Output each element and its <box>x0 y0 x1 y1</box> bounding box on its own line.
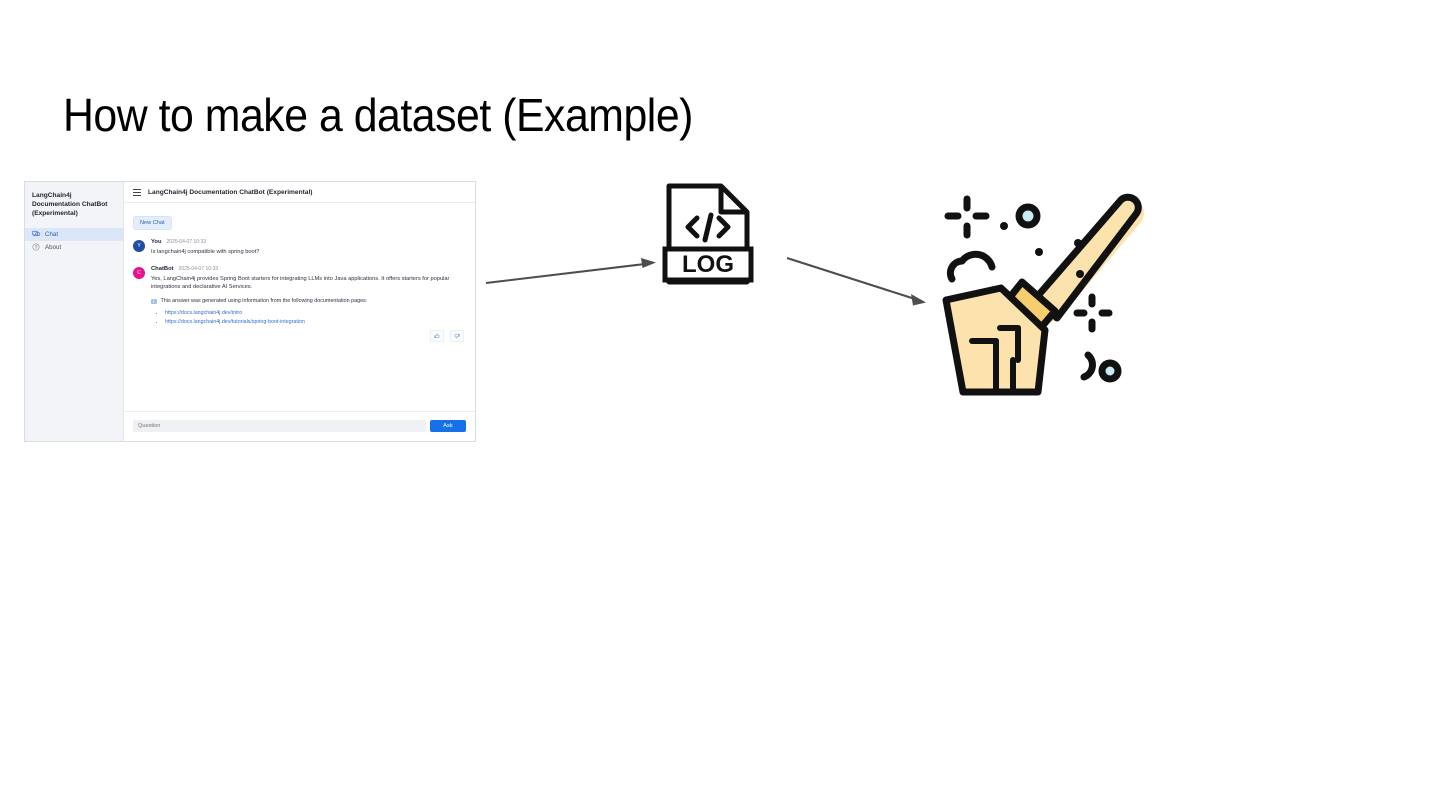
thumbs-down-icon <box>454 333 460 339</box>
composer: Ask <box>124 411 475 441</box>
log-file-icon: LOG <box>662 183 754 285</box>
sidebar: LangChain4j Documentation ChatBot (Exper… <box>25 182 124 441</box>
sparkle-dot <box>1035 248 1043 256</box>
sidebar-item-chat[interactable]: Chat <box>25 227 123 241</box>
sidebar-item-about[interactable]: About <box>25 241 123 254</box>
list-item: https://docs.langchain4j.dev/tutorials/s… <box>165 318 466 326</box>
source-link[interactable]: https://docs.langchain4j.dev/tutorials/s… <box>165 318 305 325</box>
thumbs-up-button[interactable] <box>430 329 444 342</box>
app-header-title: LangChain4j Documentation ChatBot (Exper… <box>148 188 313 196</box>
sparkle-dot <box>1076 270 1084 278</box>
chat-transcript: New Chat Y You 2025-04-07 10:33 Is langc… <box>124 203 475 411</box>
main-panel: LangChain4j Documentation ChatBot (Exper… <box>124 182 475 441</box>
source-link-list: https://docs.langchain4j.dev/intro https… <box>151 309 466 325</box>
sparkle-dot <box>1074 239 1082 247</box>
message-text: Is langchain4j compatible with spring bo… <box>151 249 260 255</box>
arrow-log-to-broom <box>786 257 926 306</box>
page-title: How to make a dataset (Example) <box>63 89 693 141</box>
sidebar-item-about-label: About <box>45 243 62 251</box>
sources-note: i This answer was generated using inform… <box>151 298 466 306</box>
message-timestamp: 2025-04-07 10:33 <box>178 265 219 272</box>
hamburger-icon[interactable] <box>133 188 141 196</box>
sidebar-app-title: LangChain4j Documentation ChatBot (Exper… <box>32 192 108 218</box>
message-author: ChatBot <box>151 265 174 272</box>
sources-note-text: This answer was generated using informat… <box>160 297 368 304</box>
chat-bubble-icon <box>32 231 40 237</box>
chatbot-app-window: LangChain4j Documentation ChatBot (Exper… <box>24 181 476 442</box>
sparkle-ring <box>1015 203 1041 229</box>
avatar: C <box>133 266 145 279</box>
sparkle-dot <box>1000 222 1008 230</box>
sparkle-cross-icon <box>944 195 990 239</box>
new-chat-button[interactable]: New Chat <box>133 216 172 230</box>
message-timestamp: 2025-04-07 10:33 <box>166 239 207 245</box>
question-input[interactable] <box>133 420 426 432</box>
ask-button[interactable]: Ask <box>430 420 466 432</box>
chat-message-user: Y You 2025-04-07 10:33 Is langchain4j co… <box>133 239 466 257</box>
sparkle-cross-icon <box>1073 293 1113 333</box>
avatar: Y <box>133 240 145 252</box>
feedback-controls <box>151 329 466 342</box>
message-author: You <box>151 239 162 245</box>
chat-message-bot: C ChatBot 2025-04-07 10:33 Yes, LangChai… <box>133 266 466 342</box>
thumbs-down-button[interactable] <box>450 329 464 342</box>
info-circle-icon <box>32 243 40 251</box>
arrow-app-to-log <box>485 258 656 285</box>
info-icon: i <box>151 298 157 305</box>
sparkle-ring <box>1098 359 1122 383</box>
app-header: LangChain4j Documentation ChatBot (Exper… <box>124 182 475 203</box>
sidebar-item-chat-label: Chat <box>45 230 59 238</box>
thumbs-up-icon <box>434 333 440 338</box>
broom-icon <box>942 193 1144 396</box>
message-text: Yes, LangChain4j provides Spring Boot st… <box>151 275 450 291</box>
source-link[interactable]: https://docs.langchain4j.dev/intro <box>165 310 243 317</box>
log-file-label: LOG <box>682 251 734 278</box>
list-item: https://docs.langchain4j.dev/intro <box>165 309 466 317</box>
